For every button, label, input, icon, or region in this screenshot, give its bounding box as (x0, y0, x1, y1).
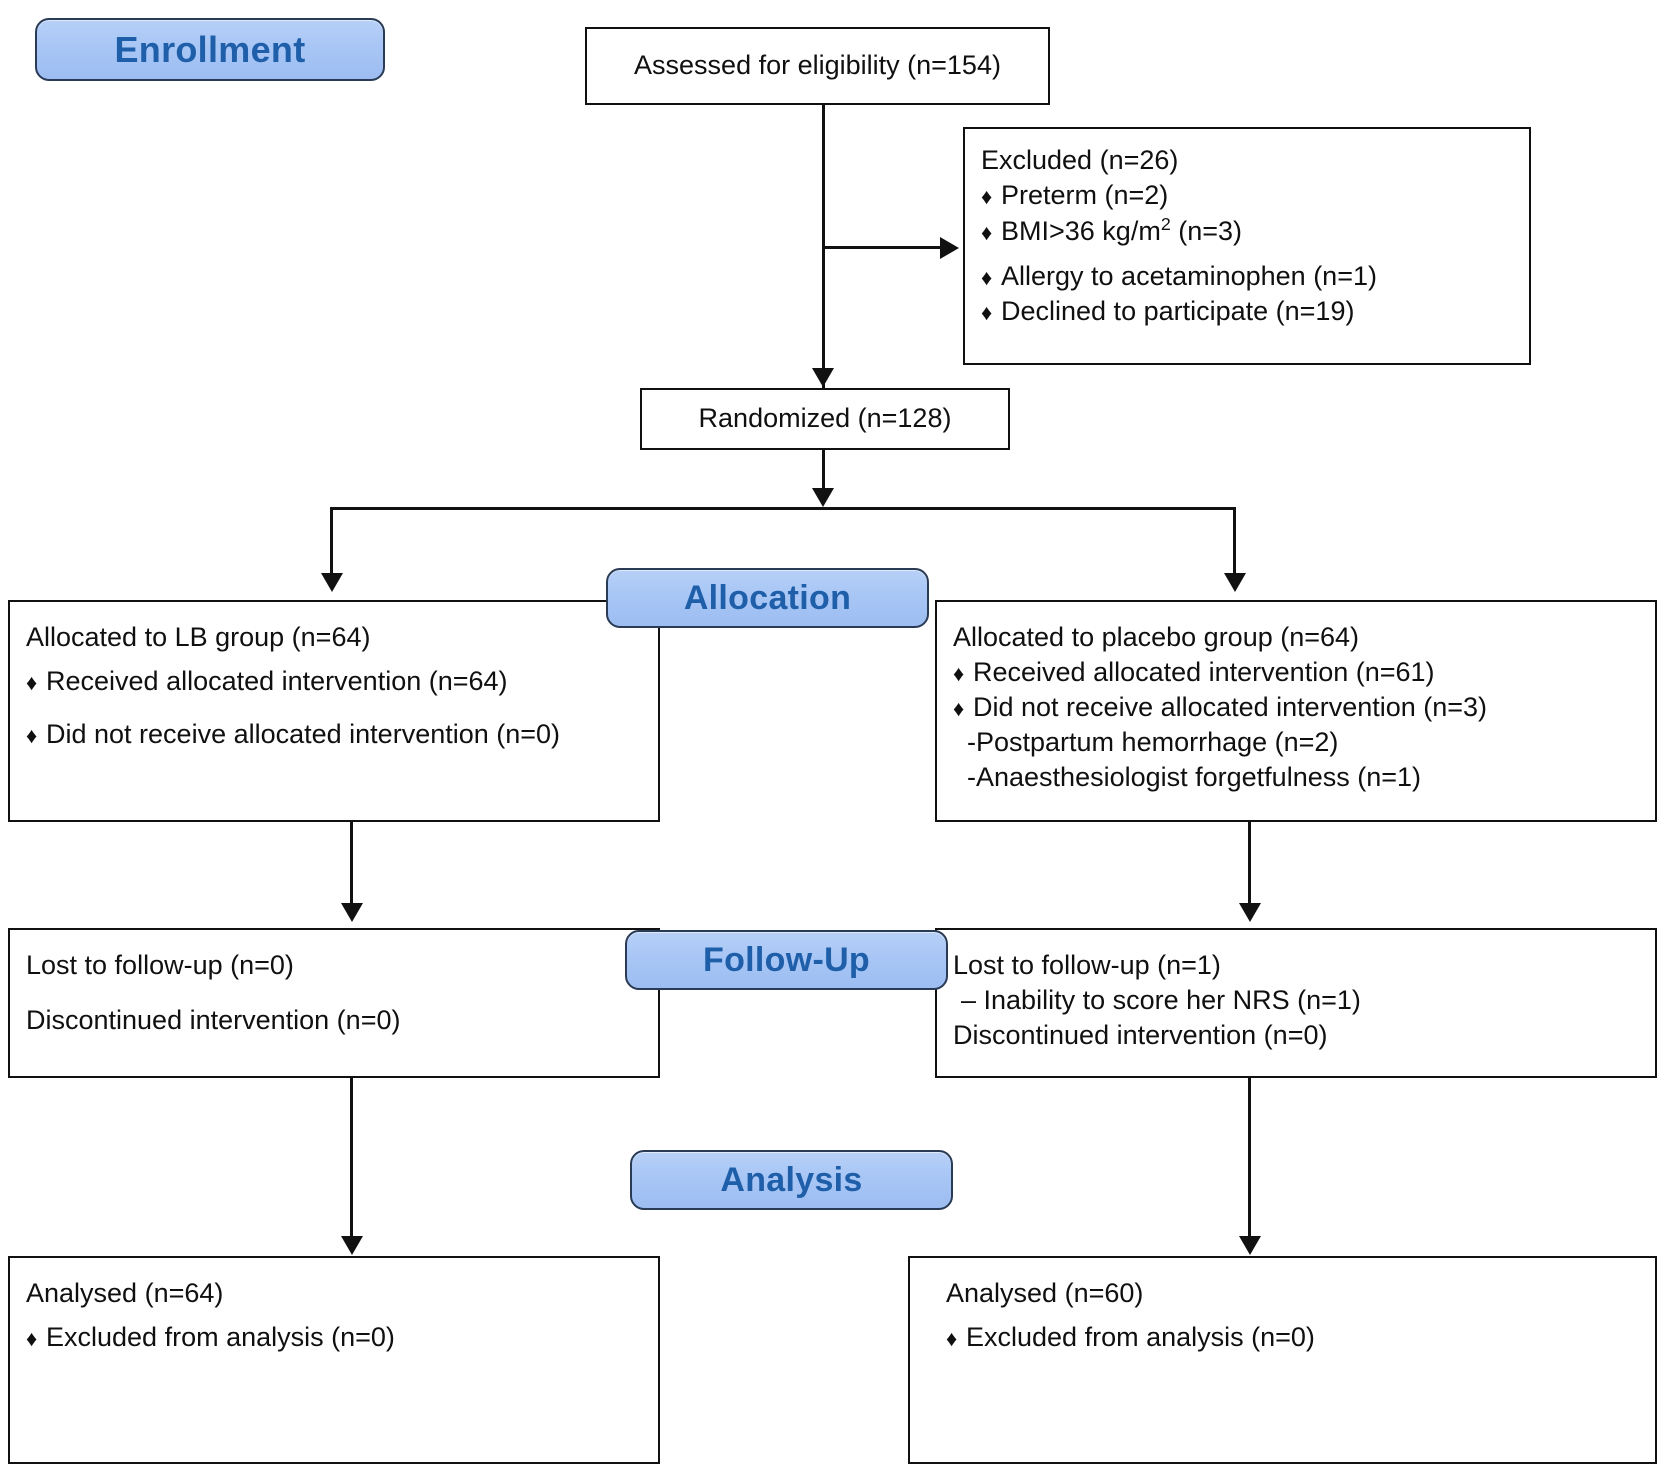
diamond-bullet-icon: ♦ (946, 1326, 958, 1352)
stage-badge-enrollment-label: Enrollment (114, 28, 306, 70)
arrow-to-analysis-right (1239, 1236, 1261, 1255)
alloc-right-sub-pph: -Postpartum hemorrhage (n=2) (967, 727, 1339, 758)
diamond-bullet-icon: ♦ (953, 696, 965, 722)
connector-alloc-right-to-followup (1248, 822, 1251, 907)
alloc-left-item-received: ♦ Received allocated intervention (n=64) (26, 655, 642, 708)
alloc-left-heading: Allocated to LB group (n=64) (26, 622, 371, 652)
connector-assessed-down (822, 105, 825, 395)
excluded-item-preterm-label: Preterm (n=2) (1001, 180, 1169, 211)
connector-to-excluded (822, 246, 940, 249)
box-allocated-placebo: Allocated to placebo group (n=64) ♦ Recei… (935, 600, 1657, 822)
excluded-item-allergy: ♦ Allergy to acetaminophen (n=1) (981, 259, 1513, 294)
stage-badge-enrollment: Enrollment (35, 18, 385, 81)
excluded-item-bmi-prefix: BMI>36 kg/m (1001, 216, 1161, 247)
excluded-item-declined-label: Declined to participate (n=19) (1001, 296, 1355, 327)
connector-split-horizontal (330, 507, 1236, 510)
diamond-bullet-icon: ♦ (981, 220, 993, 246)
diamond-bullet-icon: ♦ (981, 265, 993, 291)
box-allocated-lb: Allocated to LB group (n=64) ♦ Received a… (8, 600, 660, 822)
stage-badge-followup-label: Follow-Up (703, 940, 870, 979)
arrow-to-excluded (940, 237, 959, 259)
alloc-left-item-not-received: ♦ Did not receive allocated intervention … (26, 708, 642, 761)
alloc-right-item-not-received: ♦ Did not receive allocated intervention … (953, 690, 1639, 725)
box-excluded: Excluded (n=26) ♦ Preterm (n=2) ♦ BMI>36 k… (963, 127, 1531, 365)
stage-badge-allocation-label: Allocation (683, 578, 852, 617)
alloc-right-item-not-received-label: Did not receive allocated intervention (… (973, 692, 1488, 723)
arrow-randomized-split (812, 488, 834, 507)
analysis-right-excluded: ♦ Excluded from analysis (n=0) (946, 1311, 1639, 1364)
connector-split-right-down (1233, 507, 1236, 577)
diamond-bullet-icon: ♦ (953, 661, 965, 687)
box-analysis-placebo: Analysed (n=60) ♦ Excluded from analysis … (908, 1256, 1657, 1464)
excluded-item-allergy-label: Allergy to acetaminophen (n=1) (1001, 261, 1377, 292)
diamond-bullet-icon: ♦ (981, 300, 993, 326)
excluded-item-bmi-sup: 2 (1160, 214, 1171, 235)
arrow-to-followup-right (1239, 903, 1261, 922)
stage-badge-analysis: Analysis (630, 1150, 953, 1210)
followup-left-lost: Lost to follow-up (n=0) (26, 950, 294, 980)
arrow-to-randomized (812, 368, 834, 387)
box-analysis-lb: Analysed (n=64) ♦ Excluded from analysis … (8, 1256, 660, 1464)
analysis-left-excluded-label: Excluded from analysis (n=0) (46, 1322, 395, 1353)
excluded-item-bmi: ♦ BMI>36 kg/m2 (n=3) (981, 213, 1513, 249)
arrow-to-alloc-right (1224, 573, 1246, 592)
followup-right-lost: Lost to follow-up (n=1) (953, 950, 1221, 980)
followup-left-discontinued: Discontinued intervention (n=0) (26, 1005, 401, 1036)
box-assessed-for-eligibility: Assessed for eligibility (n=154) (585, 27, 1050, 105)
arrow-to-followup-left (341, 903, 363, 922)
arrow-to-analysis-left (341, 1236, 363, 1255)
excluded-item-preterm: ♦ Preterm (n=2) (981, 178, 1513, 213)
diamond-bullet-icon: ♦ (26, 1326, 38, 1352)
analysis-right-heading: Analysed (n=60) (946, 1278, 1144, 1308)
box-followup-lb: Lost to follow-up (n=0) Discontinued int… (8, 928, 660, 1078)
randomized-text: Randomized (n=128) (698, 403, 952, 434)
alloc-right-item-received-label: Received allocated intervention (n=61) (973, 657, 1435, 688)
arrow-to-alloc-left (321, 573, 343, 592)
diamond-bullet-icon: ♦ (26, 722, 38, 748)
excluded-heading: Excluded (n=26) (981, 145, 1179, 175)
analysis-left-excluded: ♦ Excluded from analysis (n=0) (26, 1311, 642, 1364)
box-randomized: Randomized (n=128) (640, 388, 1010, 450)
alloc-right-item-received: ♦ Received allocated intervention (n=61) (953, 655, 1639, 690)
connector-split-left-down (330, 507, 333, 577)
connector-followup-right-to-analysis (1248, 1078, 1251, 1240)
alloc-right-sub-forgetfulness: -Anaesthesiologist forgetfulness (n=1) (967, 762, 1422, 793)
diamond-bullet-icon: ♦ (981, 184, 993, 210)
analysis-left-heading: Analysed (n=64) (26, 1278, 224, 1308)
followup-left-spacer (26, 983, 642, 1003)
stage-badge-allocation: Allocation (606, 568, 929, 628)
followup-right-lost-reason: – Inability to score her NRS (n=1) (961, 985, 1361, 1016)
connector-followup-left-to-analysis (350, 1078, 353, 1240)
followup-right-discontinued: Discontinued intervention (n=0) (953, 1020, 1328, 1051)
assessed-text: Assessed for eligibility (n=154) (634, 50, 1001, 81)
alloc-right-heading: Allocated to placebo group (n=64) (953, 622, 1360, 652)
stage-badge-analysis-label: Analysis (720, 1160, 863, 1199)
diamond-bullet-icon: ♦ (26, 670, 38, 696)
box-followup-placebo: Lost to follow-up (n=1) – Inability to s… (935, 928, 1657, 1078)
alloc-left-item-received-label: Received allocated intervention (n=64) (46, 666, 508, 697)
alloc-left-item-not-received-label: Did not receive allocated intervention (… (46, 718, 561, 749)
excluded-item-declined: ♦ Declined to participate (n=19) (981, 294, 1513, 329)
stage-badge-followup: Follow-Up (625, 930, 948, 990)
analysis-right-excluded-label: Excluded from analysis (n=0) (966, 1322, 1315, 1353)
connector-alloc-left-to-followup (350, 822, 353, 907)
excluded-item-bmi-suffix: (n=3) (1170, 216, 1243, 247)
connector-randomized-down (822, 450, 825, 490)
